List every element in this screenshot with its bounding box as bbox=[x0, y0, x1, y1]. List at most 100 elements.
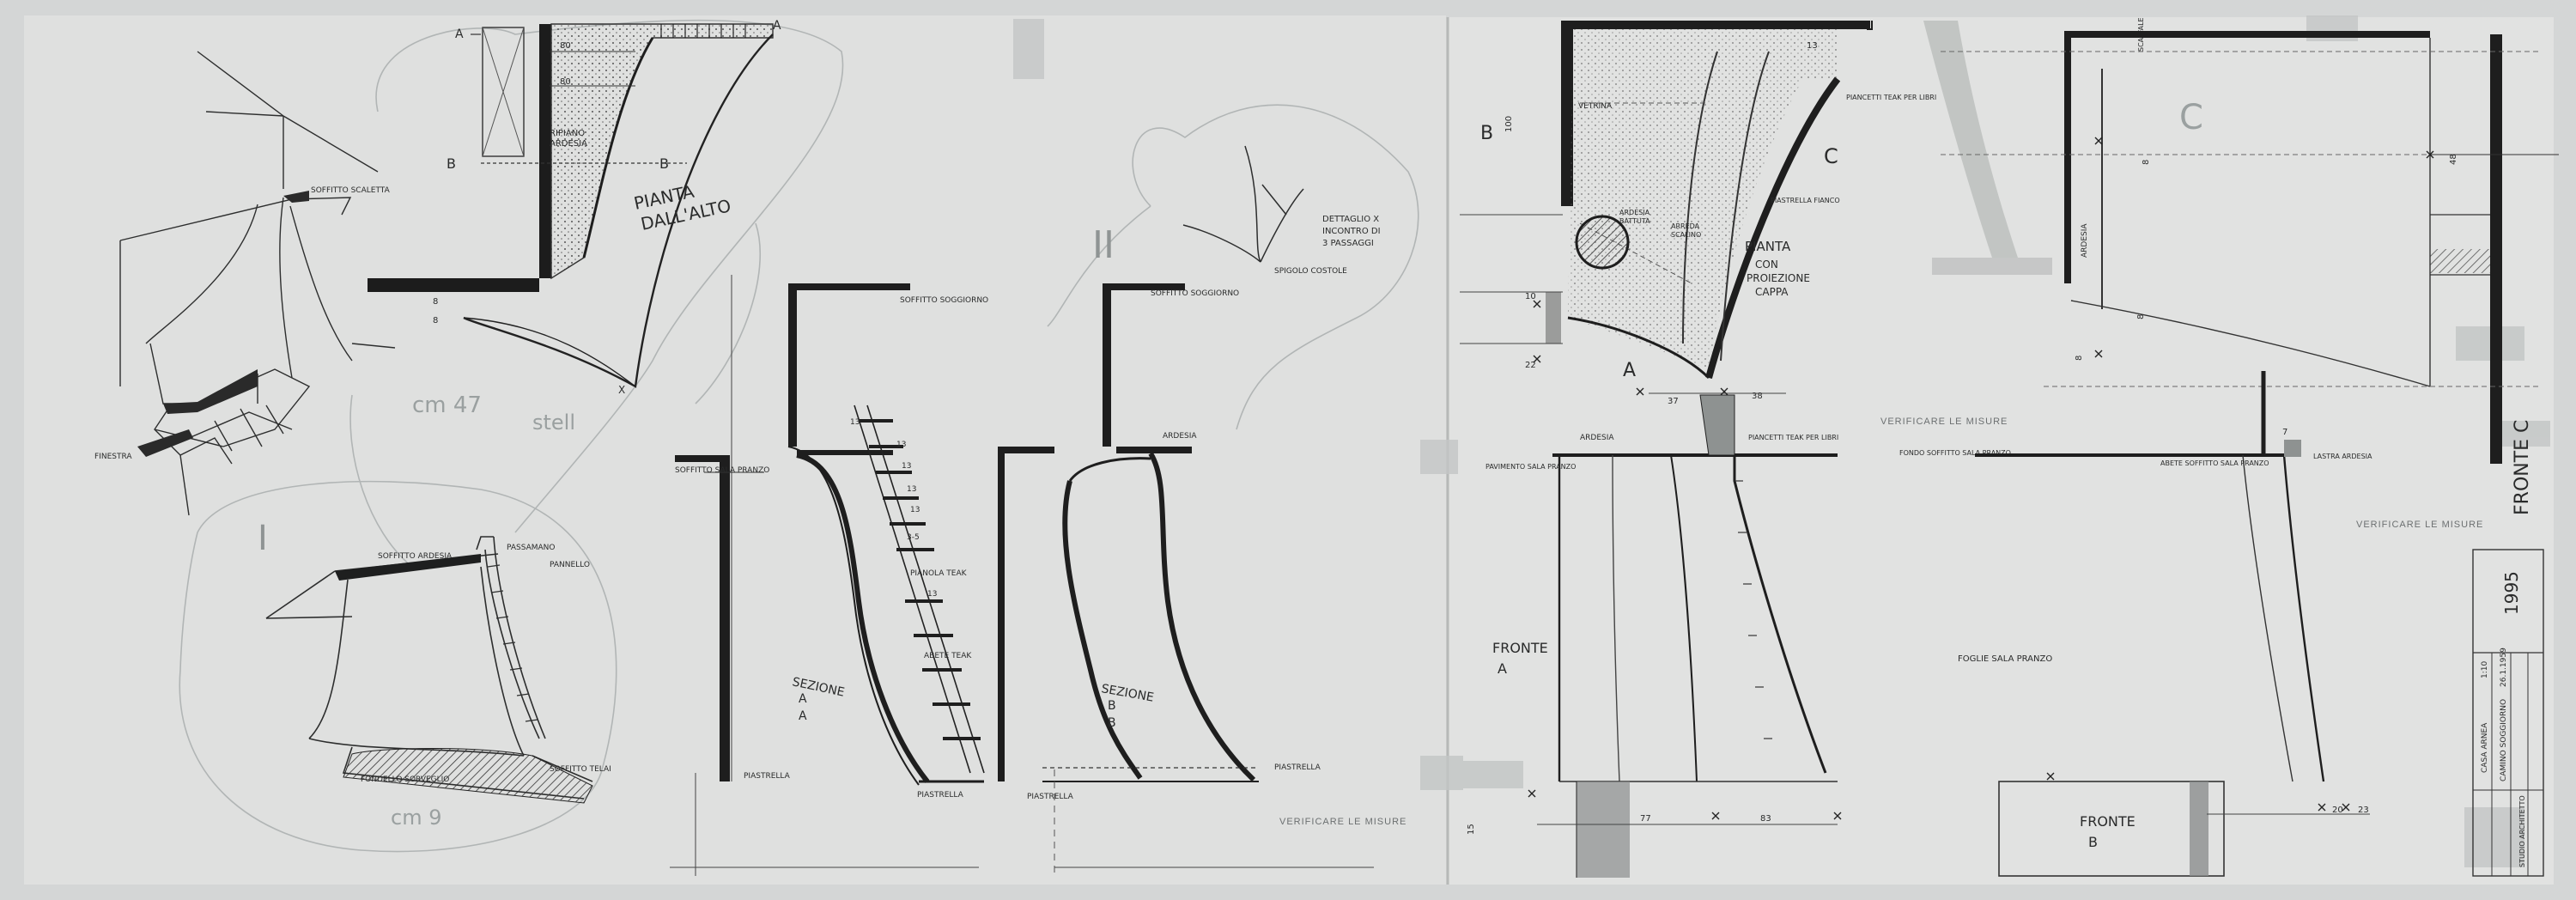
verify-note-2: VERIFICARE LE MISURE bbox=[1880, 417, 2008, 427]
plan2-dim-8: 8 bbox=[2136, 314, 2146, 319]
plan2-mark-c: C bbox=[1824, 144, 1838, 168]
plan1-dim-4: 8 bbox=[433, 316, 438, 325]
plan2-label-11: ARDESIA bbox=[2081, 223, 2089, 258]
sketch1-label-1: SOFFITTO SCALETTA bbox=[311, 186, 391, 195]
front-a-label-3: FOGLIE SALA PRANZO bbox=[1958, 654, 2052, 664]
front-a-label-2: FONDO SOFFITTO SALA PRANZO bbox=[1899, 449, 2011, 457]
sec-aa-step-6: 13 bbox=[927, 590, 937, 599]
detail-x-sub: SPIGOLO COSTOLE bbox=[1274, 267, 1347, 276]
sec-aa-step-2: 13 bbox=[896, 441, 906, 449]
plan1-dim-1: 80 bbox=[560, 41, 571, 51]
plan2-dim-5: 10 bbox=[1525, 292, 1536, 301]
plan2-label-3: BATTUTA bbox=[1619, 217, 1650, 225]
sketch2-label-4: FONDELLO SORVEGLIO bbox=[361, 775, 449, 784]
plan2-label-6: PIASTRELLA FIANCO bbox=[1771, 197, 1840, 204]
sec-aa-step-4: 13 bbox=[907, 485, 916, 494]
plan1-mark-a2: A bbox=[773, 19, 781, 33]
plan1-label-1: RIPIANO bbox=[550, 129, 585, 138]
front-b-label-2: LASTRA ARDESIA bbox=[2313, 453, 2372, 460]
title-field-5: STUDIO ARCHITETTO bbox=[2518, 795, 2526, 867]
plan1-dim-3: 8 bbox=[433, 297, 438, 307]
front-b-title-1: FRONTE bbox=[2080, 813, 2136, 830]
front-a-title-1: FRONTE bbox=[1492, 640, 1548, 656]
sketch2-label-2: PASSAMANO bbox=[507, 544, 556, 552]
sketch1-hearth bbox=[137, 429, 193, 457]
front-b-dim-2: 23 bbox=[2358, 806, 2369, 815]
front-a-dim-1: 15 bbox=[1467, 824, 1476, 835]
sec-aa-label-1: SOFFITTO SOGGIORNO bbox=[900, 296, 988, 305]
roman-numeral-1: I bbox=[258, 519, 268, 558]
sec-aa-step-5: 13 bbox=[910, 506, 920, 514]
sketch2-rail-ticks bbox=[487, 564, 538, 722]
sec-bb-title-2: B bbox=[1108, 699, 1116, 713]
plan2-label-9: PIANCETTI TEAK PER LIBRI bbox=[1748, 434, 1838, 441]
sec-aa-label-4: PIASTRELLA bbox=[917, 791, 964, 800]
sketch2-label-3: SOFFITTO TELAI bbox=[550, 765, 611, 774]
plan2-label-1: VETRINA bbox=[1578, 102, 1613, 111]
sketch1-slab bbox=[283, 191, 309, 203]
sec-aa-label-3: PIASTRELLA bbox=[744, 772, 791, 781]
title-field-3: 1:10 bbox=[2481, 661, 2489, 678]
pencil-note-1: cm 47 bbox=[412, 392, 482, 418]
sketch2-base-hatch bbox=[343, 748, 593, 804]
plan1-mark-x: X bbox=[618, 384, 625, 396]
plan2-mark-b: B bbox=[1480, 123, 1493, 144]
paper-sheet-left bbox=[24, 15, 1446, 885]
front-b-dim-3: 7 bbox=[2282, 428, 2287, 437]
plan2-label-8: ARDESIA bbox=[1580, 434, 1614, 442]
front-a-label-1: PAVIMENTO SALA PRANZO bbox=[1485, 463, 1576, 471]
plan2-label-7: PIANCETTI TEAK PER LIBRI bbox=[1846, 94, 1936, 101]
plan1-mark-b2: B bbox=[659, 155, 669, 172]
front-a-title-2: A bbox=[1498, 660, 1507, 677]
detail-x-sketch bbox=[1182, 145, 1304, 263]
roman-numeral-2: II bbox=[1092, 223, 1115, 267]
plan2-dim-6: 22 bbox=[1525, 361, 1536, 370]
plan2-dim-1: 100 bbox=[1504, 116, 1514, 132]
front-b-title-2: B bbox=[2088, 834, 2098, 850]
verify-note-3: VERIFICARE LE MISURE bbox=[2356, 520, 2483, 530]
front-c-title: FRONTE C bbox=[2512, 420, 2533, 515]
title-field-4: 26.1.1959 bbox=[2500, 648, 2508, 687]
sec-aa-step-1: 13 bbox=[850, 418, 860, 427]
title-block bbox=[2472, 549, 2544, 877]
section-bb bbox=[998, 283, 1259, 876]
plan2-dim-10: 48 bbox=[2449, 154, 2458, 165]
sketch1-label-2: FINESTRA bbox=[94, 453, 132, 461]
plan2-mark-a: A bbox=[1623, 360, 1636, 381]
pencil-note-3: cm 9 bbox=[391, 806, 441, 830]
sec-bb-label-4: PIASTRELLA bbox=[1274, 763, 1321, 772]
section-aa bbox=[675, 275, 985, 786]
tape-marks bbox=[1013, 15, 2550, 867]
front-a-dim-3: 83 bbox=[1760, 814, 1771, 824]
plan2-label-5: SCALINO bbox=[1671, 231, 1701, 239]
verify-note-1: VERIFICARE LE MISURE bbox=[1279, 817, 1406, 827]
plan-with-hood bbox=[1460, 21, 2052, 394]
sec-bb-label-2: ARDESIA bbox=[1163, 432, 1197, 441]
plan2-dim-7: 8 bbox=[2075, 356, 2084, 361]
plan2-mark-c-pencil: C bbox=[2179, 98, 2203, 137]
title-field-2: CAMINO SOGGIORNO bbox=[2500, 699, 2508, 781]
plan1-label-2: ARDESIA bbox=[550, 139, 587, 149]
sketch2-top-slab bbox=[335, 554, 481, 581]
sec-aa-step-3: 13 bbox=[902, 462, 911, 471]
sec-bb-label-1: SOFFITTO SOGGIORNO bbox=[1151, 289, 1239, 298]
sketch2-label-5: PANNELLO bbox=[550, 561, 590, 569]
pencil-outlines bbox=[179, 19, 1419, 853]
plan2-dim-4: 13 bbox=[1807, 41, 1818, 51]
sec-bb-title-3: B bbox=[1108, 716, 1116, 730]
sheet-number: 1995 bbox=[2501, 571, 2522, 615]
sec-bb-label-3: PIASTRELLA bbox=[1027, 793, 1074, 801]
plan1-mark-b1: B bbox=[447, 155, 456, 172]
detail-x-label-2: INCONTRO DI bbox=[1322, 227, 1381, 236]
detail-x-label-1: DETTAGLIO X bbox=[1322, 215, 1379, 224]
sec-aa-label-6: ABETE TEAK bbox=[924, 652, 972, 660]
title-field-1: CASA ARNEA bbox=[2481, 722, 2489, 773]
front-b bbox=[1975, 371, 2370, 877]
plan-front-c bbox=[1941, 31, 2559, 464]
pencil-note-2: stell bbox=[532, 410, 575, 435]
plan2-title-3: PROIEZIONE bbox=[1747, 272, 1810, 284]
plan2-dim-3: 38 bbox=[1752, 392, 1763, 401]
plan2-dim-2: 37 bbox=[1668, 397, 1679, 406]
plan2-title-2: CON bbox=[1755, 258, 1778, 271]
